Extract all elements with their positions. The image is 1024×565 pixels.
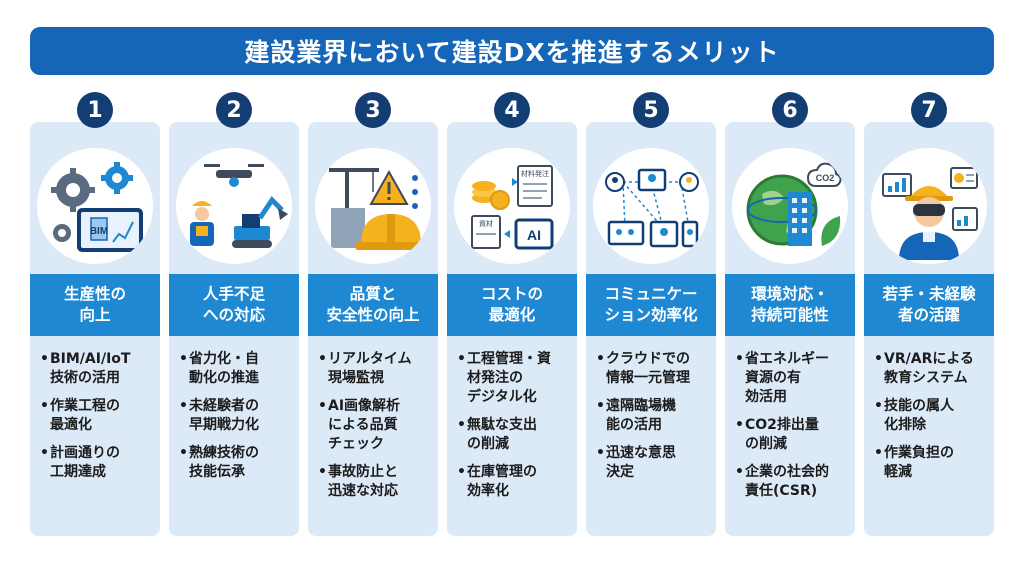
list-item: リアルタイム 現場監視 <box>318 350 436 388</box>
excavator-icon <box>232 196 288 248</box>
document-icon: 資材 <box>471 215 501 249</box>
bullet-list: 省エネルギー 資源の有 効活用 CO2排出量 の削減 企業の社会的 責任(CSR… <box>735 350 853 510</box>
warning-icon <box>369 169 409 205</box>
laptop-icon <box>607 220 645 246</box>
list-item: 省力化・自 動化の推進 <box>179 350 297 388</box>
leaf-icon <box>821 216 841 246</box>
list-item: 技能の属人 化排除 <box>874 397 992 435</box>
list-item: クラウドでの 情報一元管理 <box>596 350 714 388</box>
card-heading: 人手不足 への対応 <box>169 274 299 336</box>
list-item: 事故防止と 迅速な対応 <box>318 463 436 501</box>
title-banner: 建設業界において建設DXを推進するメリット <box>30 27 994 75</box>
crane-icon <box>329 168 379 248</box>
ai-label: AI <box>527 227 541 243</box>
bullet-list: リアルタイム 現場監視 AI画像解析 による品質 チェック 事故防止と 迅速な対… <box>318 350 436 510</box>
checklist-icon <box>412 175 418 209</box>
benefit-card-5: 5 <box>586 92 716 544</box>
drone-icon <box>204 164 264 187</box>
co2-label: CO2 <box>816 173 835 183</box>
card-heading: 若手・未経験 者の活躍 <box>864 274 994 336</box>
cloud-icon: CO2 <box>806 162 842 187</box>
doc-label: 資材 <box>479 219 493 228</box>
step-number: 2 <box>216 92 252 128</box>
list-item: 熟練技術の 技能伝承 <box>179 444 297 482</box>
quality-safety-illustration <box>315 148 431 264</box>
tablet-icon <box>649 220 679 248</box>
coins-icon <box>472 181 510 210</box>
card-heading: コミュニケー ション効率化 <box>586 274 716 336</box>
list-item: 企業の社会的 責任(CSR) <box>735 463 853 501</box>
avatar-icon <box>605 172 625 192</box>
gear-icon <box>101 162 133 194</box>
worker-icon <box>190 201 214 246</box>
step-number: 6 <box>772 92 808 128</box>
labor-illustration <box>176 148 292 264</box>
bullet-list: VR/ARによる 教育システム 技能の属人 化排除 作業負担の 軽減 <box>874 350 992 491</box>
young-workers-illustration <box>871 148 987 264</box>
card-heading: コストの 最適化 <box>447 274 577 336</box>
list-item: CO2排出量 の削減 <box>735 416 853 454</box>
chart-panel-icon <box>950 167 978 189</box>
chart-panel-icon <box>952 207 978 231</box>
cost-illustration: 材料発注 資材 AI <box>454 148 570 264</box>
ai-chip-icon: AI <box>514 218 554 250</box>
list-item: 工程管理・資 材発注の デジタル化 <box>457 350 575 407</box>
bim-text: BIM <box>90 226 108 237</box>
card-heading: 環境対応・ 持続可能性 <box>725 274 855 336</box>
list-item: BIM/AI/IoT 技術の活用 <box>40 350 158 388</box>
list-item: 未経験者の 早期戦力化 <box>179 397 297 435</box>
helmet-icon <box>355 214 427 250</box>
gear-icon <box>53 224 71 242</box>
list-item: 迅速な意思 決定 <box>596 444 714 482</box>
list-item: 在庫管理の 効率化 <box>457 463 575 501</box>
arrow-icon <box>512 178 518 186</box>
bim-illustration: BIM <box>37 148 153 264</box>
list-item: 計画通りの 工期達成 <box>40 444 158 482</box>
bullet-list: BIM/AI/IoT 技術の活用 作業工程の 最適化 計画通りの 工期達成 <box>40 350 158 491</box>
benefit-card-2: 2 人手不足 への対応 省力化・ <box>169 92 299 544</box>
dashboard-icon <box>882 173 912 197</box>
bullet-list: 工程管理・資 材発注の デジタル化 無駄な支出 の削減 在庫管理の 効率化 <box>457 350 575 510</box>
benefit-card-4: 4 材料発注 資材 AI <box>447 92 577 544</box>
building-icon <box>788 192 812 246</box>
monitor-icon <box>637 168 667 192</box>
card-heading: 生産性の 向上 <box>30 274 160 336</box>
list-item: AI画像解析 による品質 チェック <box>318 397 436 454</box>
step-number: 1 <box>77 92 113 128</box>
bullet-list: 省力化・自 動化の推進 未経験者の 早期戦力化 熟練技術の 技能伝承 <box>179 350 297 491</box>
step-number: 4 <box>494 92 530 128</box>
bullet-list: クラウドでの 情報一元管理 遠隔臨場機 能の活用 迅速な意思 決定 <box>596 350 714 491</box>
document-icon: 材料発注 <box>517 165 553 207</box>
benefit-card-7: 7 <box>864 92 994 544</box>
list-item: VR/ARによる 教育システム <box>874 350 992 388</box>
list-item: 省エネルギー 資源の有 効活用 <box>735 350 853 407</box>
card-heading: 品質と 安全性の向上 <box>308 274 438 336</box>
page-title: 建設業界において建設DXを推進するメリット <box>244 38 780 67</box>
worker-vr-icon <box>899 186 959 260</box>
list-item: 作業工程の 最適化 <box>40 397 158 435</box>
benefit-card-6: 6 CO2 <box>725 92 855 544</box>
arrow-icon <box>504 230 510 238</box>
list-item: 作業負担の 軽減 <box>874 444 992 482</box>
step-number: 5 <box>633 92 669 128</box>
doc-label: 材料発注 <box>521 169 549 178</box>
tablet-icon: BIM <box>77 208 143 252</box>
gear-icon <box>51 168 95 212</box>
step-number: 3 <box>355 92 391 128</box>
phone-icon <box>681 220 699 248</box>
list-item: 遠隔臨場機 能の活用 <box>596 397 714 435</box>
list-item: 無駄な支出 の削減 <box>457 416 575 454</box>
avatar-icon <box>679 172 699 192</box>
step-number: 7 <box>911 92 947 128</box>
communication-illustration <box>593 148 709 264</box>
benefit-card-1: 1 <box>30 92 160 544</box>
environment-illustration: CO2 <box>732 148 848 264</box>
benefit-card-3: 3 品質と 安全性 <box>308 92 438 544</box>
